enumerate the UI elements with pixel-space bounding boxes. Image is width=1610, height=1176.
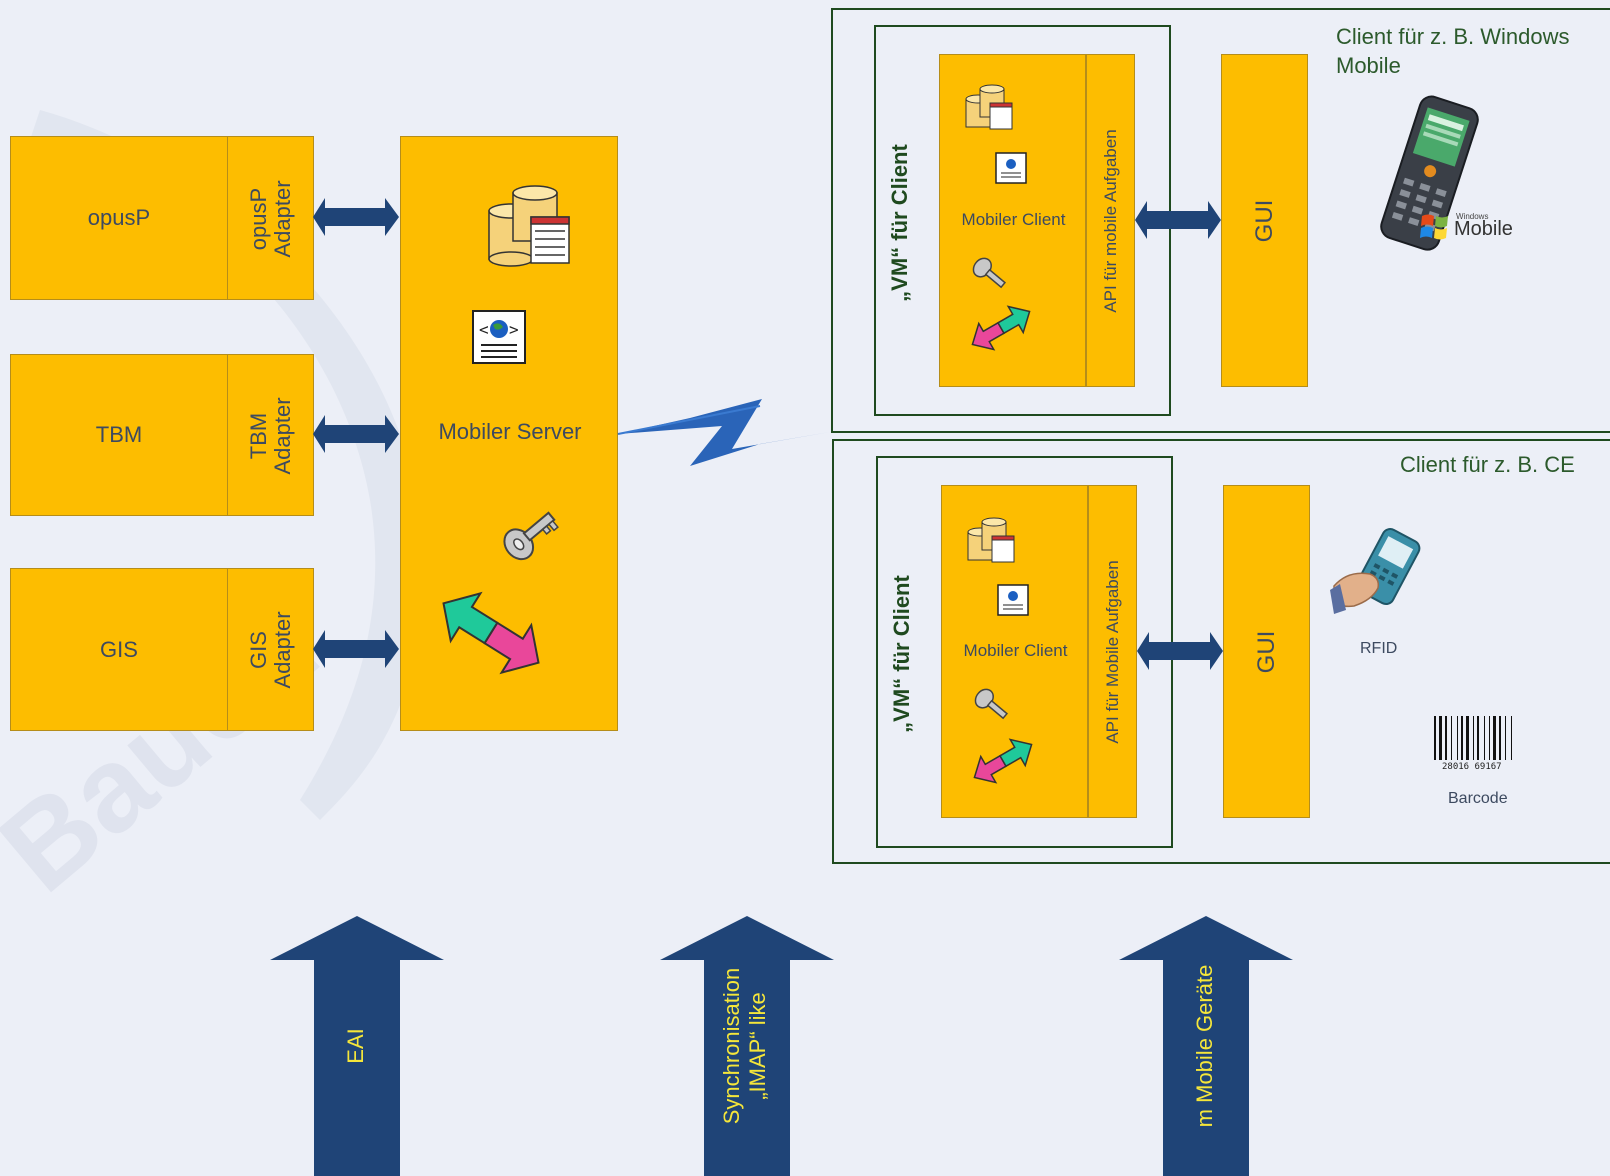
barcode-bar (1484, 716, 1485, 760)
client-frame-ce (832, 439, 1610, 864)
web-document-icon (997, 584, 1029, 616)
sync-arrow-icon (971, 305, 1031, 351)
web-document-icon (995, 152, 1027, 184)
adapter-box-opusp: opusP Adapter (227, 136, 314, 300)
windows-brand-label: Mobile (1454, 218, 1513, 240)
mobile-server-label: Mobiler Server (438, 419, 582, 444)
arrow-label-eai: EAI (343, 1028, 368, 1064)
barcode-icon (1434, 716, 1512, 760)
sync-arrow-icon (442, 591, 540, 675)
windows-logo-icon (1420, 214, 1448, 240)
mobile-client-box: Mobiler Client (939, 54, 1086, 387)
mobile-client-box: Mobiler Client (941, 485, 1088, 818)
api-box: API für Mobile Aufgaben (1088, 485, 1137, 818)
double-arrow (313, 198, 399, 236)
system-box-opusp: opusP (10, 136, 228, 300)
barcode-bar (1489, 716, 1490, 760)
svg-text:<: < (479, 320, 489, 339)
windows-mobile-device-icon (1380, 95, 1479, 251)
up-arrow-sync (660, 916, 834, 1176)
arrow-label-mobile: m Mobile Geräte (1192, 964, 1217, 1128)
system-label: GIS (100, 636, 138, 662)
barcode-bar (1505, 716, 1506, 760)
up-arrow-mobile (1119, 916, 1293, 1176)
double-arrow (313, 415, 399, 453)
sync-arrow-icon (973, 738, 1033, 784)
rfid-scanner-icon (1330, 528, 1421, 614)
barcode-bar (1511, 716, 1512, 760)
system-label: opusP (87, 205, 151, 230)
key-icon (503, 511, 559, 561)
mobile-client-label: Mobiler Client (961, 210, 1066, 229)
arrow-label-sync: Synchronisation „IMAP“ like (719, 967, 770, 1125)
client-title: Client für z. B. Windows Mobile (1336, 24, 1570, 78)
mobile-server-box: Mobiler Server < > (400, 136, 618, 731)
barcode-bar (1439, 716, 1442, 760)
key-icon (974, 688, 1009, 720)
barcode-bar (1477, 716, 1479, 760)
barcode-bar (1434, 716, 1436, 760)
adapter-box-tbm: TBM Adapter (227, 354, 314, 516)
adapter-box-gis: GIS Adapter (227, 568, 314, 731)
database-icon (967, 517, 1015, 563)
web-document-icon: < > (472, 310, 526, 364)
api-box: API für mobile Aufgaben (1086, 54, 1135, 387)
gui-box: GUI (1221, 54, 1308, 387)
barcode-bar (1499, 716, 1501, 760)
barcode-bar (1461, 716, 1463, 760)
barcode-number: 28016 69167 (1442, 762, 1502, 772)
mobile-client-label: Mobiler Client (963, 641, 1068, 660)
database-icon (965, 84, 1013, 130)
double-arrow (313, 630, 399, 668)
barcode-bar (1451, 716, 1452, 760)
barcode-bar (1473, 716, 1474, 760)
gui-box: GUI (1223, 485, 1310, 818)
windows-brand-small: Windows (1456, 212, 1489, 221)
barcode-bar (1466, 716, 1469, 760)
up-arrow-eai (270, 916, 444, 1176)
system-label: TBM (95, 422, 143, 447)
rfid-label: RFID (1360, 640, 1398, 657)
barcode-bar (1445, 716, 1447, 760)
barcode-label: Barcode (1448, 790, 1508, 807)
key-icon (972, 257, 1007, 289)
database-icon (488, 185, 570, 267)
client-frame-windows-mobile (831, 8, 1610, 433)
client-title: Client für z. B. CE (1400, 452, 1575, 477)
barcode-bar (1457, 716, 1458, 760)
system-box-gis: GIS (10, 568, 228, 731)
svg-text:>: > (509, 320, 519, 339)
barcode-bar (1493, 716, 1496, 760)
system-box-tbm: TBM (10, 354, 228, 516)
